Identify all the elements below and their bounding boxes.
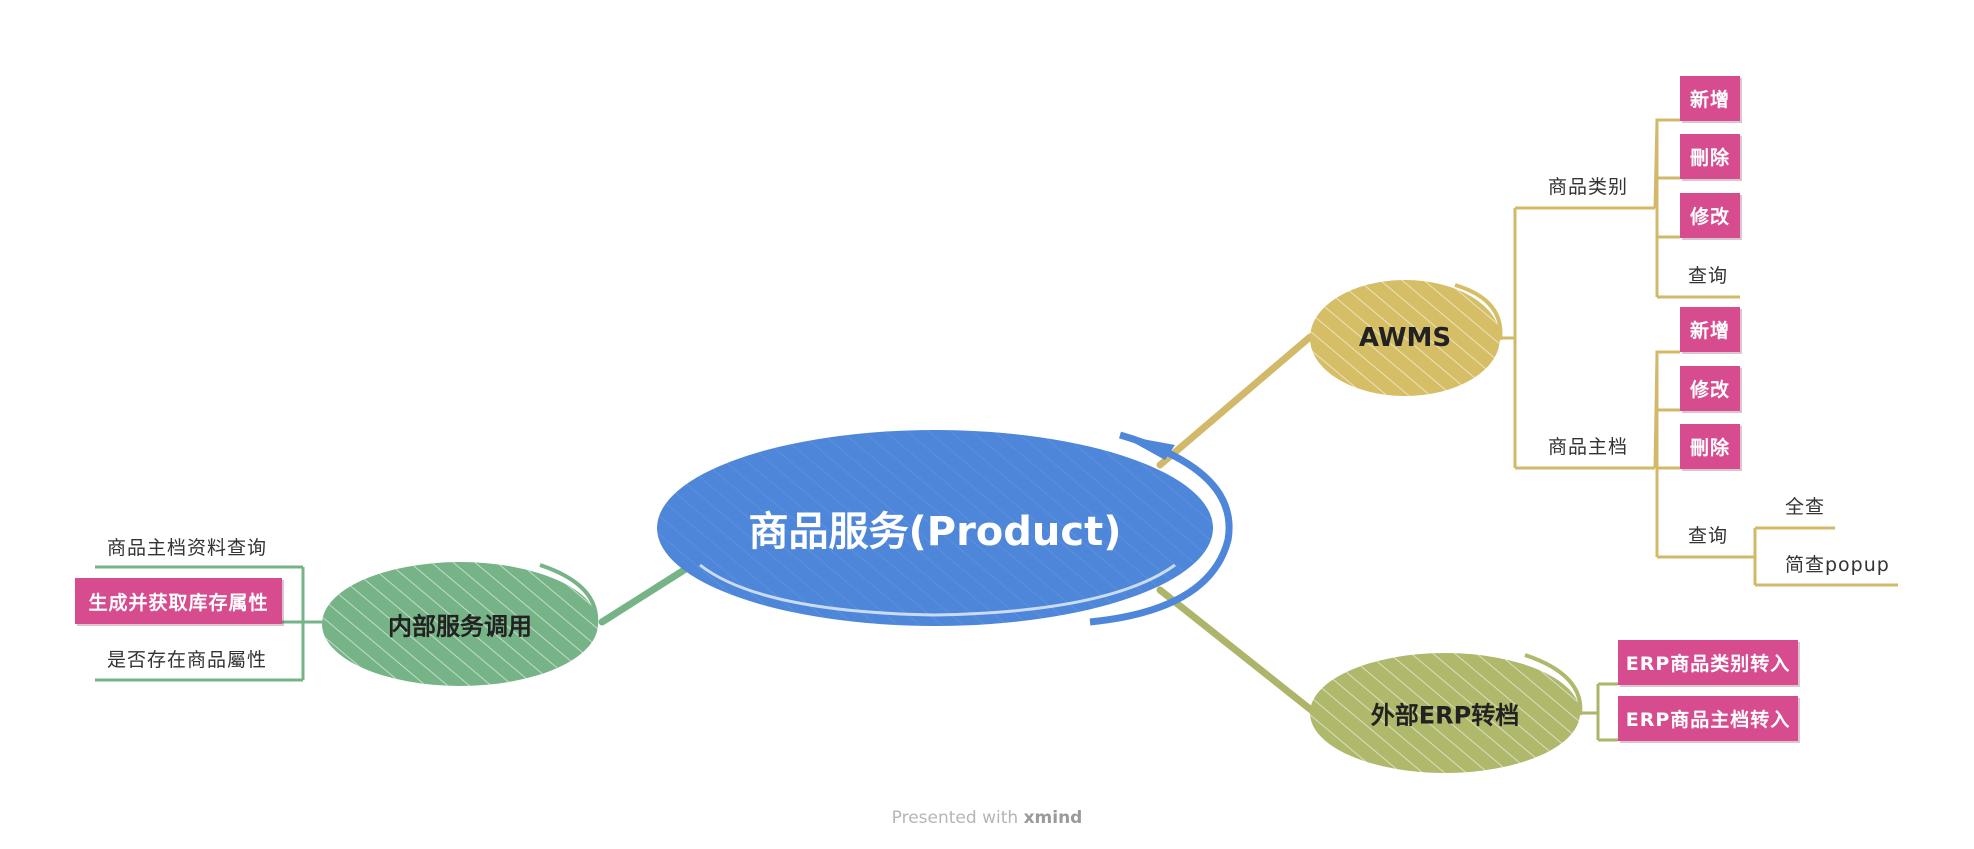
erp-node-label: 外部ERP转档 [1370,701,1520,730]
internal-node[interactable] [322,562,599,686]
erp-item-master-import[interactable]: ERP商品主档转入 [1618,696,1798,741]
awms-master-label[interactable]: 商品主档 [1548,436,1629,458]
query-child-full[interactable]: 全查 [1785,496,1826,518]
internal-connectors [95,565,322,682]
center-node[interactable] [657,430,1233,626]
xmind-brand[interactable]: xmind [1023,808,1083,828]
category-item-delete[interactable]: 刪除 [1680,134,1740,179]
footer-prefix: Presented with [891,808,1019,828]
internal-item-exists-attr[interactable]: 是否存在商品屬性 [107,649,268,671]
connector-center-internal [598,561,696,626]
awms-label-underlines [1538,206,1640,470]
center-node-label: 商品服务(Product) [748,509,1122,555]
erp-node[interactable] [1310,653,1583,773]
internal-node-label: 内部服务调用 [388,612,532,641]
master-item-delete[interactable]: 刪除 [1680,424,1740,469]
category-item-add[interactable]: 新增 [1680,76,1740,121]
master-item-edit[interactable]: 修改 [1680,366,1740,411]
awms-category-label[interactable]: 商品类别 [1548,176,1629,198]
category-item-query[interactable]: 查询 [1688,265,1729,287]
category-item-edit[interactable]: 修改 [1680,193,1740,238]
master-item-add[interactable]: 新增 [1680,307,1740,352]
footer: Presented with xmind [0,808,1974,828]
query-child-popup[interactable]: 简查popup [1785,554,1890,576]
erp-connectors [1580,682,1618,742]
internal-item-generate-stock[interactable]: 生成并获取库存属性 [75,578,282,624]
awms-node[interactable] [1310,280,1503,396]
master-item-query[interactable]: 查询 [1688,525,1729,547]
connector-center-erp [1156,586,1319,717]
internal-item-master-query[interactable]: 商品主档资料查询 [107,537,268,559]
connector-center-awms [1156,333,1314,469]
erp-item-category-import[interactable]: ERP商品类别转入 [1618,640,1798,685]
awms-node-label: AWMS [1358,323,1452,353]
